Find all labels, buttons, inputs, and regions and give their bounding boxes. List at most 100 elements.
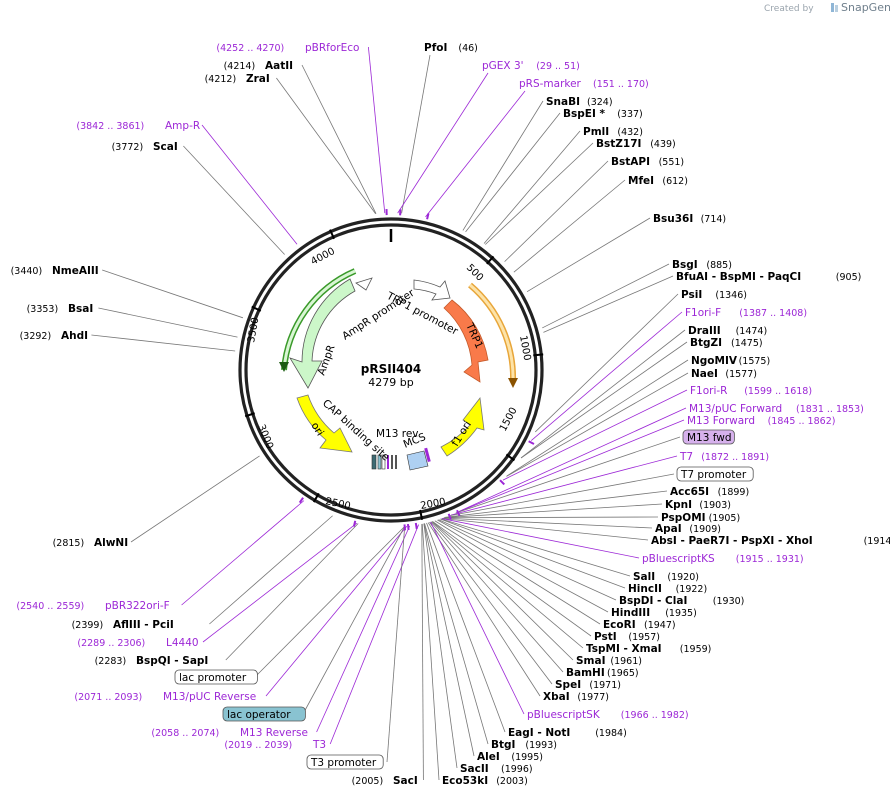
enzyme-site-label[interactable]: Bsu36I(714) [653,213,726,225]
enzyme-site-label[interactable]: BstZ17I(439) [596,138,676,150]
enzyme-site-label[interactable]: TspMI - XmaI(1959) [586,643,711,655]
primer-feature-label[interactable]: (2058 .. 2074)M13 Reverse [151,727,308,739]
feature-box-label[interactable]: lac operator [222,706,306,722]
enzyme-site-label[interactable]: SpeI(1971) [555,679,621,691]
leader-line [459,407,687,512]
ring-tick-label: 2000 [420,497,447,512]
enzyme-site-label[interactable]: (4214)AatII [224,60,293,72]
enzyme-site-label[interactable]: BstAPI(551) [611,156,684,168]
primer-feature-label[interactable]: (2071 .. 2093)M13/pUC Reverse [74,691,256,703]
enzyme-site-label[interactable]: BamHI(1965) [566,667,639,679]
ring-tick-label: 1000 [517,335,532,362]
primer-feature-label[interactable]: (4252 .. 4270)pBRforEco [216,42,359,54]
site-name: ZraI [246,73,270,85]
enzyme-site-label[interactable]: BtgZI(1475) [690,337,763,349]
enzyme-site-label[interactable]: PmlI(432) [583,126,643,138]
leader-line [368,46,386,214]
primer-feature-label[interactable]: F1ori-F(1387 .. 1408) [685,307,807,319]
enzyme-site-label[interactable]: PsiI(1346) [681,289,747,301]
primer-feature-label[interactable]: (2289 .. 2306)L4440 [77,637,198,649]
enzyme-site-label[interactable]: AbsI - PaeR7I - PspXI - XhoI(1914) [651,535,890,547]
primer-feature-label[interactable]: F1ori-R(1599 .. 1618) [690,385,812,397]
enzyme-site-label[interactable]: KpnI(1903) [665,499,731,511]
site-position: (3440) [11,266,43,277]
enzyme-site-label[interactable]: (3292)AhdI [20,330,88,342]
enzyme-site-label[interactable]: ApaI(1909) [655,523,721,535]
enzyme-site-label[interactable]: (2399)AflIII - PciI [72,619,174,631]
enzyme-site-label[interactable]: SalI(1920) [633,571,699,583]
enzyme-site-label[interactable]: SmaI(1961) [576,655,642,667]
enzyme-site-label[interactable]: (3440)NmeAIII [11,265,99,277]
enzyme-site-label[interactable]: SacII(1996) [460,763,533,775]
primer-feature-label[interactable]: T7(1872 .. 1891) [679,451,769,463]
ring-feature-marks [298,209,535,531]
primer-feature-label[interactable]: pRS-marker(151 .. 170) [519,78,649,90]
enzyme-site-label[interactable]: NaeI(1577) [691,368,757,380]
primer-feature-label[interactable]: pBluescriptKS(1915 .. 1931) [642,553,804,565]
feature-box-label[interactable]: M13 fwd [682,429,735,445]
site-name: L4440 [166,637,199,649]
feature-box-label[interactable]: T3 promoter [306,754,384,770]
enzyme-site-label[interactable]: EagI - NotI(1984) [508,727,627,739]
enzyme-site-label[interactable]: (2005)SacI [352,775,418,787]
m13-rev-label: M13 rev [376,428,419,440]
enzyme-site-label[interactable]: BsgI(885) [672,259,732,271]
enzyme-site-label[interactable]: AleI(1995) [477,751,543,763]
leader-line [302,526,406,715]
enzyme-site-label[interactable]: NgoMIV(1575) [691,355,770,367]
site-name: SalI [633,571,655,583]
leader-line [209,515,333,625]
primer-feature-label[interactable]: (2019 .. 2039)T3 [224,739,326,751]
leader-line [441,518,640,559]
enzyme-site-label[interactable]: MfeI(612) [628,175,688,187]
feature-box [306,754,384,770]
leader-line [504,160,609,262]
enzyme-site-label[interactable]: Acc65I(1899) [670,486,749,498]
ring-tick-mark [486,255,495,265]
leader-line [506,372,689,477]
enzyme-site-label[interactable]: (2815)AlwNI [53,537,129,549]
leader-line [445,490,668,518]
enzyme-site-label[interactable]: (3353)BsaI [27,303,94,315]
site-name: PspOMI [661,512,706,524]
feature-box-label[interactable]: lac promoter [174,669,258,685]
enzyme-site-label[interactable]: BspEI *(337) [563,108,643,120]
enzyme-site-label[interactable]: HindIII(1935) [611,607,697,619]
enzyme-site-label[interactable]: PstI(1957) [594,631,660,643]
primer-feature-label[interactable]: pGEX 3'(29 .. 51) [482,60,580,72]
site-name: BspQI - SapI [136,655,208,667]
primer-feature-label[interactable]: M13/pUC Forward(1831 .. 1853) [689,403,864,415]
enzyme-site-label[interactable]: BfuAI - BspMI - PaqCI(905) [676,271,861,283]
enzyme-site-label[interactable]: (4212)ZraI [205,73,270,85]
enzyme-site-label[interactable]: Eco53kI(2003) [442,775,528,787]
leader-line [485,142,594,245]
backbone-outer-strand [238,217,544,523]
backbone-inner-strand [244,223,538,517]
ring-tick-label: 3500 [246,317,261,344]
enzyme-site-label[interactable]: XbaI(1977) [543,691,609,703]
enzyme-site-label[interactable]: EcoRI(1947) [603,619,676,631]
leader-line [426,522,506,733]
primer-feature-label[interactable]: M13 Forward(1845 .. 1862) [687,415,835,427]
primer-feature-label[interactable]: pBluescriptSK(1966 .. 1982) [527,709,689,721]
site-position: (1961) [610,656,642,667]
primer-feature-label[interactable]: (3842 .. 3861)Amp-R [76,120,200,132]
enzyme-site-label[interactable]: (2283)BspQI - SapI [95,655,209,667]
enzyme-site-label[interactable]: BspDI - ClaI(1930) [619,595,744,607]
enzyme-site-label[interactable]: DraIII(1474) [688,325,767,337]
enzyme-site-label[interactable]: BtgI(1993) [491,739,557,751]
site-position: (1947) [644,620,676,631]
leader-line [441,518,649,541]
enzyme-site-label[interactable]: PfoI(46) [424,42,478,54]
enzyme-site-label[interactable]: PspOMI(1905) [661,512,740,524]
site-position: (1959) [680,644,712,655]
feature-box-label[interactable]: T7 promoter [676,466,754,482]
feature-box [222,706,306,722]
enzyme-site-label[interactable]: HincII(1922) [628,583,707,595]
enzyme-site-label[interactable]: (3772)ScaI [112,141,178,153]
site-position: (1995) [511,752,543,763]
enzyme-site-label[interactable]: SnaBI(324) [546,96,613,108]
primer-feature-label[interactable]: (2540 .. 2559)pBR322ori-F [16,600,169,612]
site-position: (2399) [72,620,104,631]
